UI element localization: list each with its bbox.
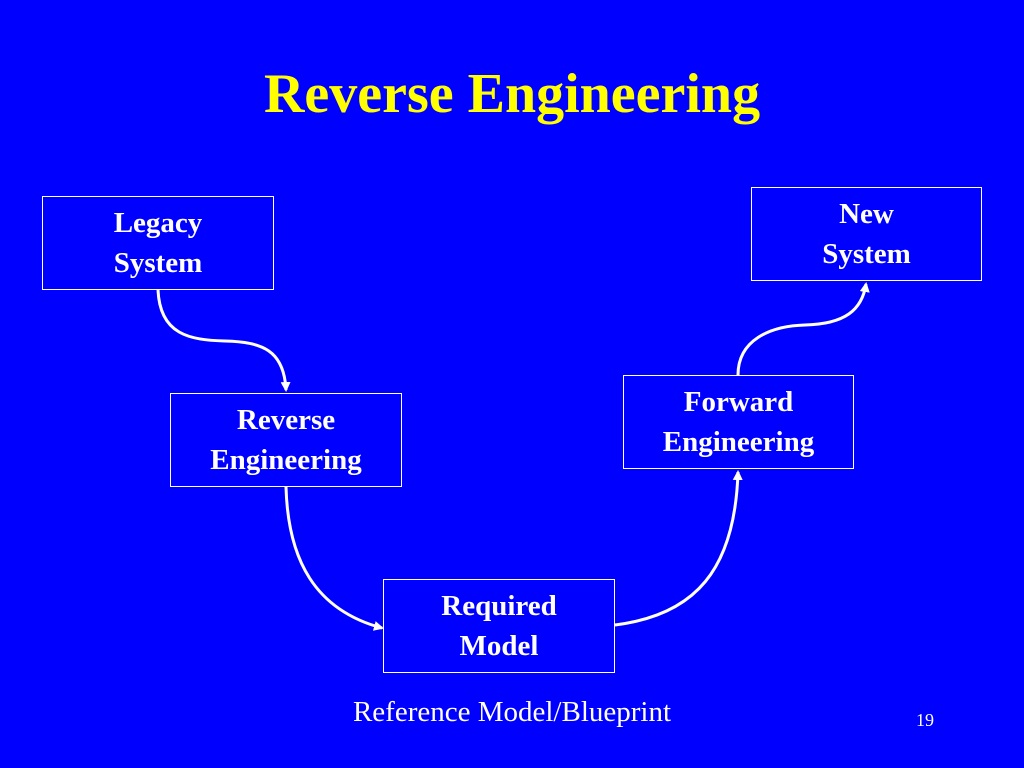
- arrow-legacy-to-reverse: [156, 289, 291, 392]
- new-system-label-line1: New: [839, 198, 894, 230]
- arrow-reverse-to-required: [284, 486, 384, 631]
- forward-engineering-box: Forward Engineering: [623, 375, 854, 469]
- arrow-forward-to-new: [736, 282, 870, 376]
- slide-title: Reverse Engineering: [263, 63, 761, 125]
- new-system-label-line2: System: [822, 238, 911, 270]
- reverse-engineering-label-line1: Reverse: [236, 404, 336, 436]
- diagram-caption: Reference Model/Blueprint: [352, 696, 672, 728]
- required-model-box: Required Model: [383, 579, 615, 673]
- required-model-label-line2: Model: [459, 630, 539, 662]
- reverse-engineering-box: Reverse Engineering: [170, 393, 402, 487]
- forward-engineering-label-line2: Engineering: [662, 426, 815, 458]
- legacy-system-box: Legacy System: [42, 196, 274, 290]
- legacy-system-label-line1: Legacy: [113, 207, 203, 239]
- new-system-box: New System: [751, 187, 982, 281]
- forward-engineering-label-line1: Forward: [683, 386, 794, 418]
- arrow-required-to-forward: [614, 470, 743, 627]
- required-model-label-line1: Required: [441, 590, 557, 622]
- page-number: 19: [916, 710, 934, 730]
- legacy-system-label-line2: System: [113, 247, 203, 279]
- reverse-engineering-label-line2: Engineering: [210, 444, 362, 476]
